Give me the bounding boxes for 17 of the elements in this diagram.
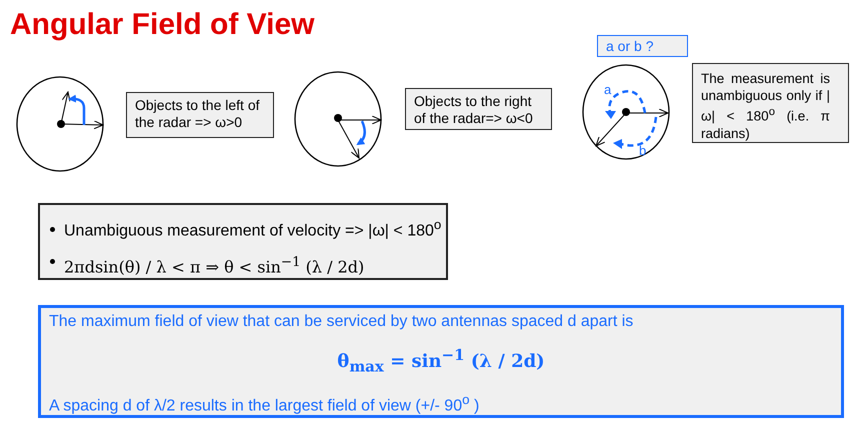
- note-box: [692, 63, 849, 143]
- slide-title: Angular Field of View: [10, 8, 314, 42]
- text: A spacing d of λ/2 results in the largest field of view (+/- 90$^{o}$ ): [49, 390, 480, 416]
- arc-label: a: [604, 82, 612, 97]
- bullet-box: [38, 203, 448, 280]
- text: Objects to the right of the radar=> ω<0: [414, 93, 534, 127]
- arc-label: b: [639, 143, 646, 158]
- text: The maximum field of view that can be serviced by two antennas spaced d apart is: [49, 312, 634, 332]
- bullet-text: 2πdsin(θ) / λ < π ⇒ θ < sin$^{−1}$ (λ / 2d): [64, 254, 366, 279]
- text: Objects to the left of the radar => ω>0: [135, 97, 261, 131]
- text: The measurement is unambiguous only if |ω| < 180$^{o}$ (i.e. π radians): [701, 70, 830, 142]
- text: a or b ?: [606, 38, 654, 55]
- formula: θ$_{max}$ = sin$^{−1}$ (λ / 2d): [336, 345, 546, 378]
- question-box: [597, 35, 688, 57]
- note-box: [126, 92, 274, 138]
- note-box: [405, 88, 552, 130]
- summary-box: [38, 305, 844, 418]
